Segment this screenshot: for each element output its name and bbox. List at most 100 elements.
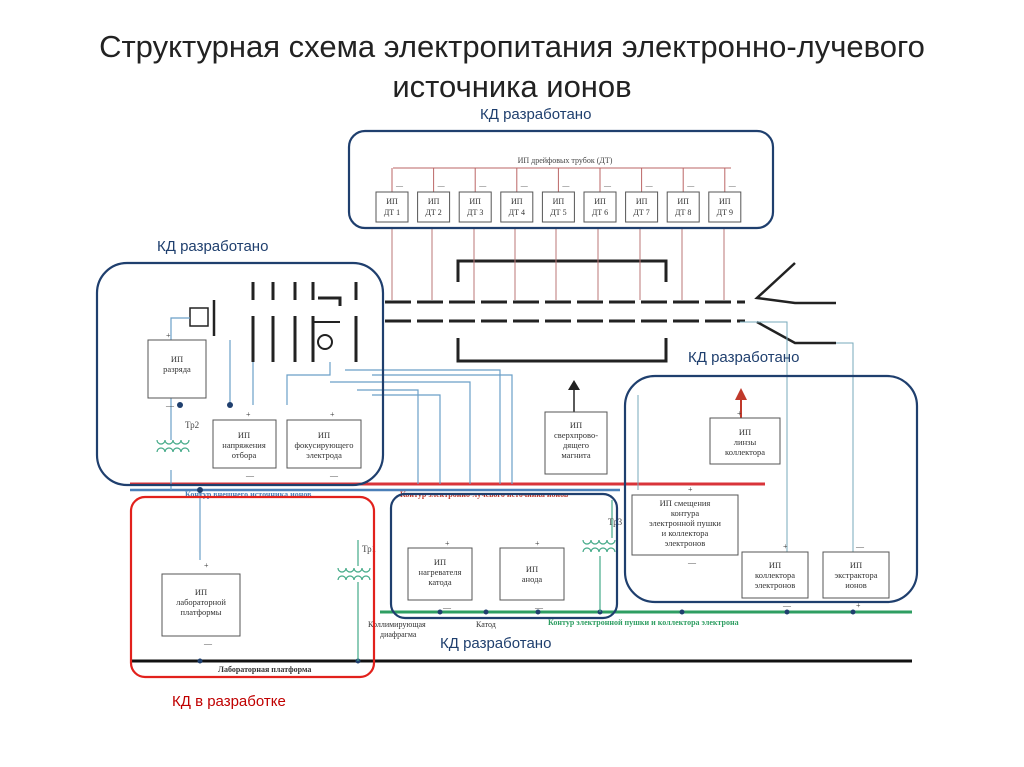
- diaphragm-label-1: Коллимирующая: [368, 620, 426, 629]
- drift-tube-box: [666, 191, 700, 223]
- block-extraction-line: ИП: [238, 430, 250, 440]
- block-lab-line: платформы: [180, 607, 221, 617]
- svg-text:+: +: [166, 331, 171, 340]
- drift-tube-prefix: ИП: [386, 197, 398, 206]
- frame-ebis: [389, 492, 619, 620]
- drift-tube-sign: —: [478, 182, 487, 190]
- tr3-label: Тр3: [608, 517, 623, 527]
- drift-tube-box: [541, 191, 575, 223]
- drift-tube-label: ДТ 3: [467, 208, 483, 217]
- drift-tube-box: [625, 191, 659, 223]
- svg-text:—: —: [203, 639, 213, 648]
- polarity-signs: +— +— +— +— +— +— +— —+ +— +: [165, 331, 865, 648]
- block-lab-line: лабораторной: [176, 597, 226, 607]
- svg-text:—: —: [245, 471, 255, 480]
- drift-tube-label: ДТ 4: [509, 208, 525, 217]
- junction-dots: [177, 402, 856, 664]
- drift-tube-label: ДТ 2: [425, 208, 441, 217]
- drift-tube-sign: —: [395, 182, 404, 190]
- drift-tube-sign: —: [437, 182, 446, 190]
- drift-tube-prefix: ИП: [428, 197, 440, 206]
- svg-text:—: —: [534, 603, 544, 612]
- block-bias-line: электронов: [665, 538, 706, 548]
- block-collector-line: электронов: [755, 580, 796, 590]
- signal-wires: [170, 317, 513, 560]
- block-bias-line: контура: [671, 508, 700, 518]
- svg-text:+: +: [856, 601, 861, 610]
- tr2-label: Тр2: [185, 420, 199, 430]
- block-lens-line: линзы: [734, 437, 757, 447]
- block-bias-line: и коллектора: [662, 528, 709, 538]
- block-extraction-line: напряжения: [222, 440, 266, 450]
- drift-tube-sign: —: [686, 182, 695, 190]
- svg-text:+: +: [783, 542, 788, 551]
- drift-tube-sign: —: [603, 182, 612, 190]
- page-title-line-1: Структурная схема электропитания электро…: [99, 29, 925, 64]
- block-discharge-line: ИП: [171, 354, 183, 364]
- frame-collector: [623, 374, 919, 604]
- drift-tube-label: ДТ 5: [550, 208, 566, 217]
- collector-wires: [637, 321, 854, 552]
- block-collector-line: ИП: [769, 560, 781, 570]
- supply-block-labels: ИПразрядаИПнапряженияотбораИПфокусирующе…: [163, 354, 878, 617]
- frame-ion-source: [95, 261, 385, 487]
- block-collector-line: коллектора: [755, 570, 795, 580]
- svg-text:—: —: [687, 558, 697, 567]
- svg-text:—: —: [442, 603, 452, 612]
- tr1-label: Тр1: [362, 544, 376, 554]
- supply-block-frames: [147, 339, 890, 637]
- block-extraction-line: отбора: [232, 450, 257, 460]
- block-anode-line: анода: [522, 574, 543, 584]
- transformers: [156, 439, 616, 661]
- block-anode-line: ИП: [526, 564, 538, 574]
- drift-tube-prefix: ИП: [636, 197, 648, 206]
- status-frames: [95, 129, 919, 679]
- block-extractor-line: экстрактора: [834, 570, 877, 580]
- status-label-bottom: КД в разработке: [172, 693, 286, 710]
- drift-tube-box: [458, 191, 492, 223]
- drift-tube-box: [500, 191, 534, 223]
- drift-tube-label: ДТ 9: [717, 208, 733, 217]
- drift-tube-structure: [385, 259, 836, 363]
- block-magnet-line: дящего: [563, 440, 589, 450]
- status-label-left: КД разработано: [157, 238, 269, 255]
- drift-tube-prefix: ИП: [677, 197, 689, 206]
- page-title-line-2: источника ионов: [392, 69, 632, 104]
- drift-tube-box: [708, 191, 742, 223]
- block-discharge-line: разряда: [163, 364, 191, 374]
- block-bias-line: электронной пушки: [649, 518, 721, 528]
- drift-tube-prefix: ИП: [553, 197, 565, 206]
- drift-tube-sign: —: [520, 182, 529, 190]
- block-magnet-line: ИП: [570, 420, 582, 430]
- block-bias-line: ИП смещения: [660, 498, 711, 508]
- ion-source-electrodes: [189, 282, 358, 362]
- status-label-top: КД разработано: [480, 106, 592, 123]
- status-label-center: КД разработано: [440, 635, 552, 652]
- svg-text:—: —: [165, 401, 175, 410]
- block-extractor-line: ИП: [850, 560, 862, 570]
- gun-circuit-label: Контур электронной пушки и коллектора эл…: [548, 618, 739, 627]
- block-magnet-line: сверхпрово-: [554, 430, 598, 440]
- frame-lab-platform: [129, 495, 376, 679]
- drift-tube-box: [375, 191, 409, 223]
- drift-tube-label: ДТ 7: [633, 208, 649, 217]
- drift-tube-supplies: — ИП ДТ 1 — ИП ДТ 2 — ИП ДТ 3 — ИП ДТ 4 — ИП ДТ 5 — ИП ДТ…: [375, 168, 742, 223]
- drift-tube-label: ДТ 8: [675, 208, 691, 217]
- svg-text:—: —: [329, 471, 339, 480]
- drift-wires: [391, 228, 725, 300]
- block-lab-line: ИП: [195, 587, 207, 597]
- frame-drift-tubes: [347, 129, 775, 230]
- drift-tube-label: ДТ 1: [384, 208, 400, 217]
- drift-tube-prefix: ИП: [594, 197, 606, 206]
- drift-tube-prefix: ИП: [469, 197, 481, 206]
- svg-text:+: +: [204, 561, 209, 570]
- lab-platform-label: Лабораторная платформа: [218, 665, 311, 674]
- block-focusing-line: фокусирующего: [295, 440, 354, 450]
- drift-tube-prefix: ИП: [511, 197, 523, 206]
- drift-tube-label: ДТ 6: [592, 208, 608, 217]
- svg-text:+: +: [246, 410, 251, 419]
- svg-text:—: —: [782, 601, 792, 610]
- block-magnet-line: магнита: [561, 450, 590, 460]
- block-heater-line: ИП: [434, 557, 446, 567]
